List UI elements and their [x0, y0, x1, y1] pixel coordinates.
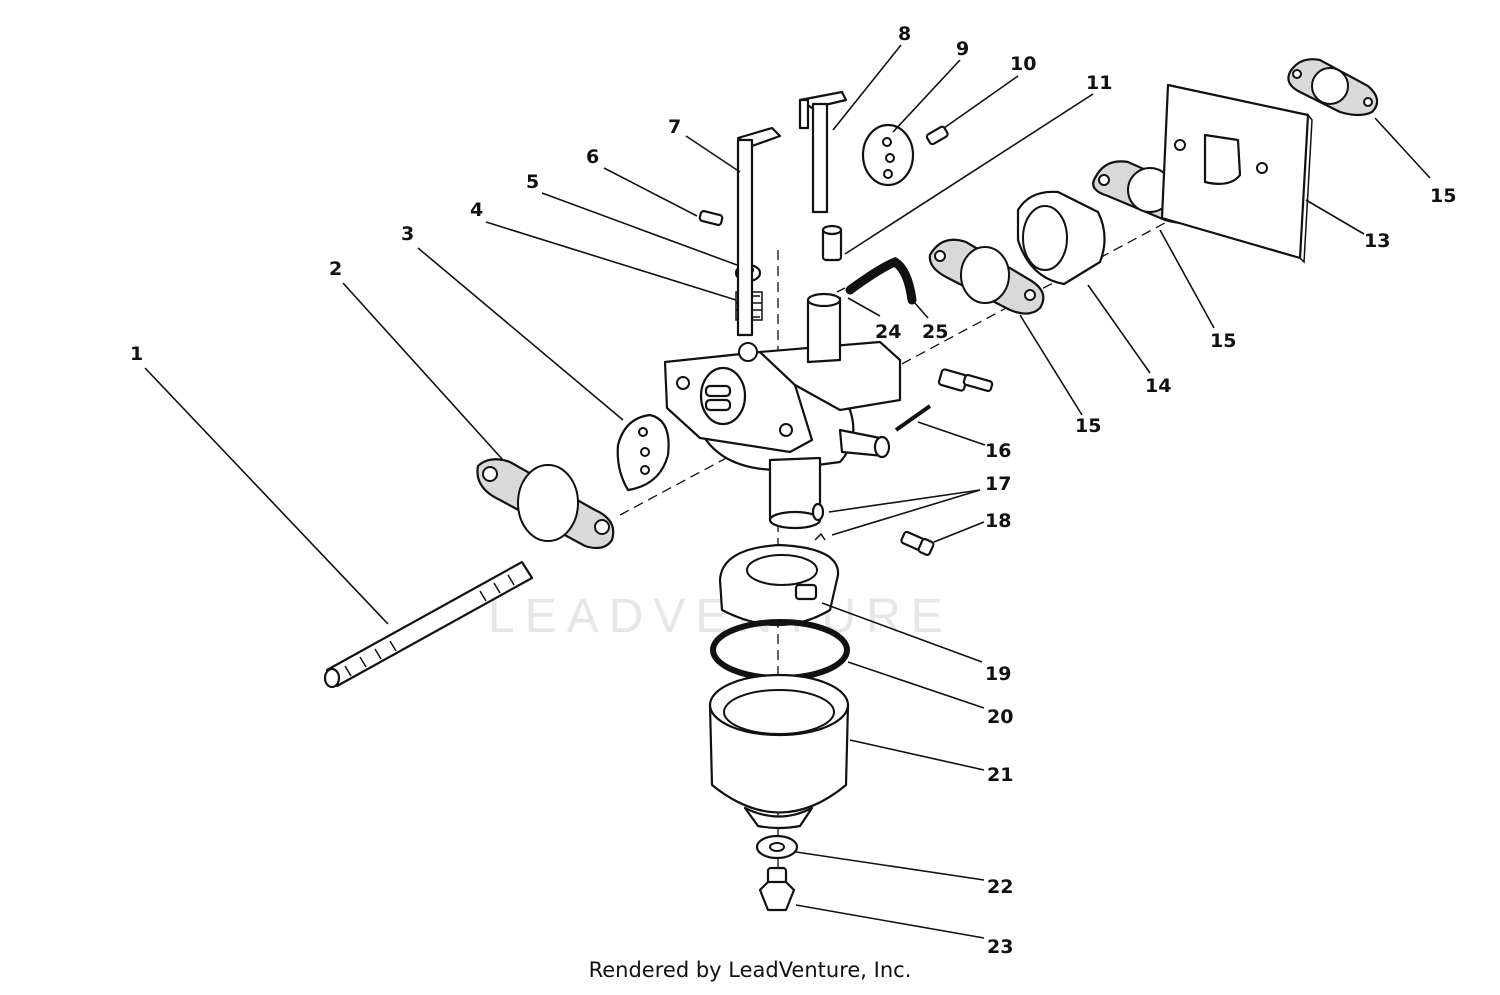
- part-throttle-shaft: [736, 126, 782, 337]
- part-gasket-15-middle: [928, 238, 1045, 315]
- part-choke-plate: [861, 123, 915, 187]
- part-tube: [836, 256, 917, 305]
- part-float-bowl: [708, 673, 850, 830]
- callout-1: 1: [130, 343, 143, 365]
- callout-8: 8: [898, 23, 911, 45]
- part-throttle-plate: [616, 413, 670, 492]
- part-carburetor-body: [663, 292, 902, 530]
- callout-16: 16: [985, 440, 1011, 462]
- credit-text: Rendered by LeadVenture, Inc.: [588, 958, 912, 982]
- callout-15-middle: 15: [1075, 415, 1101, 437]
- callout-11: 11: [1086, 72, 1112, 94]
- part-screw-6: [698, 210, 724, 226]
- callout-3: 3: [401, 223, 414, 245]
- leader-lines: [144, 44, 1431, 939]
- part-screw-10: [925, 125, 949, 146]
- part-idle-screw: [937, 368, 994, 393]
- callout-6: 6: [586, 146, 599, 168]
- callout-9: 9: [956, 38, 969, 60]
- callout-22: 22: [987, 876, 1013, 898]
- callout-10: 10: [1010, 53, 1036, 75]
- part-bowl-nut: [758, 866, 796, 912]
- callout-14: 14: [1145, 375, 1171, 397]
- callout-18: 18: [985, 510, 1011, 532]
- callout-15-right: 15: [1210, 330, 1236, 352]
- part-stud-bolt: [323, 560, 534, 689]
- callout-13: 13: [1364, 230, 1390, 252]
- part-gasket-2: [476, 458, 615, 550]
- callout-23: 23: [987, 936, 1013, 958]
- callout-17: 17: [985, 473, 1011, 495]
- part-washer: [755, 834, 799, 860]
- part-gasket-15-top: [1287, 58, 1379, 117]
- callout-7: 7: [668, 116, 681, 138]
- callout-20: 20: [987, 706, 1013, 728]
- callout-2: 2: [329, 258, 342, 280]
- part-o-ring: [811, 502, 826, 541]
- part-float: [718, 543, 840, 626]
- part-insulator-plate: [1160, 83, 1313, 264]
- part-pin: [894, 404, 932, 432]
- callout-25: 25: [922, 321, 948, 343]
- watermark-text: LEADVENTURE: [488, 590, 953, 643]
- part-choke-shaft: [798, 90, 848, 214]
- callout-19: 19: [985, 663, 1011, 685]
- callout-5: 5: [526, 171, 539, 193]
- callout-24: 24: [875, 321, 901, 343]
- part-spacer: [1016, 190, 1106, 286]
- callout-15-top: 15: [1430, 185, 1456, 207]
- callout-21: 21: [987, 764, 1013, 786]
- callout-4: 4: [470, 199, 483, 221]
- part-fitting: [821, 224, 843, 262]
- part-screw-18: [900, 530, 935, 556]
